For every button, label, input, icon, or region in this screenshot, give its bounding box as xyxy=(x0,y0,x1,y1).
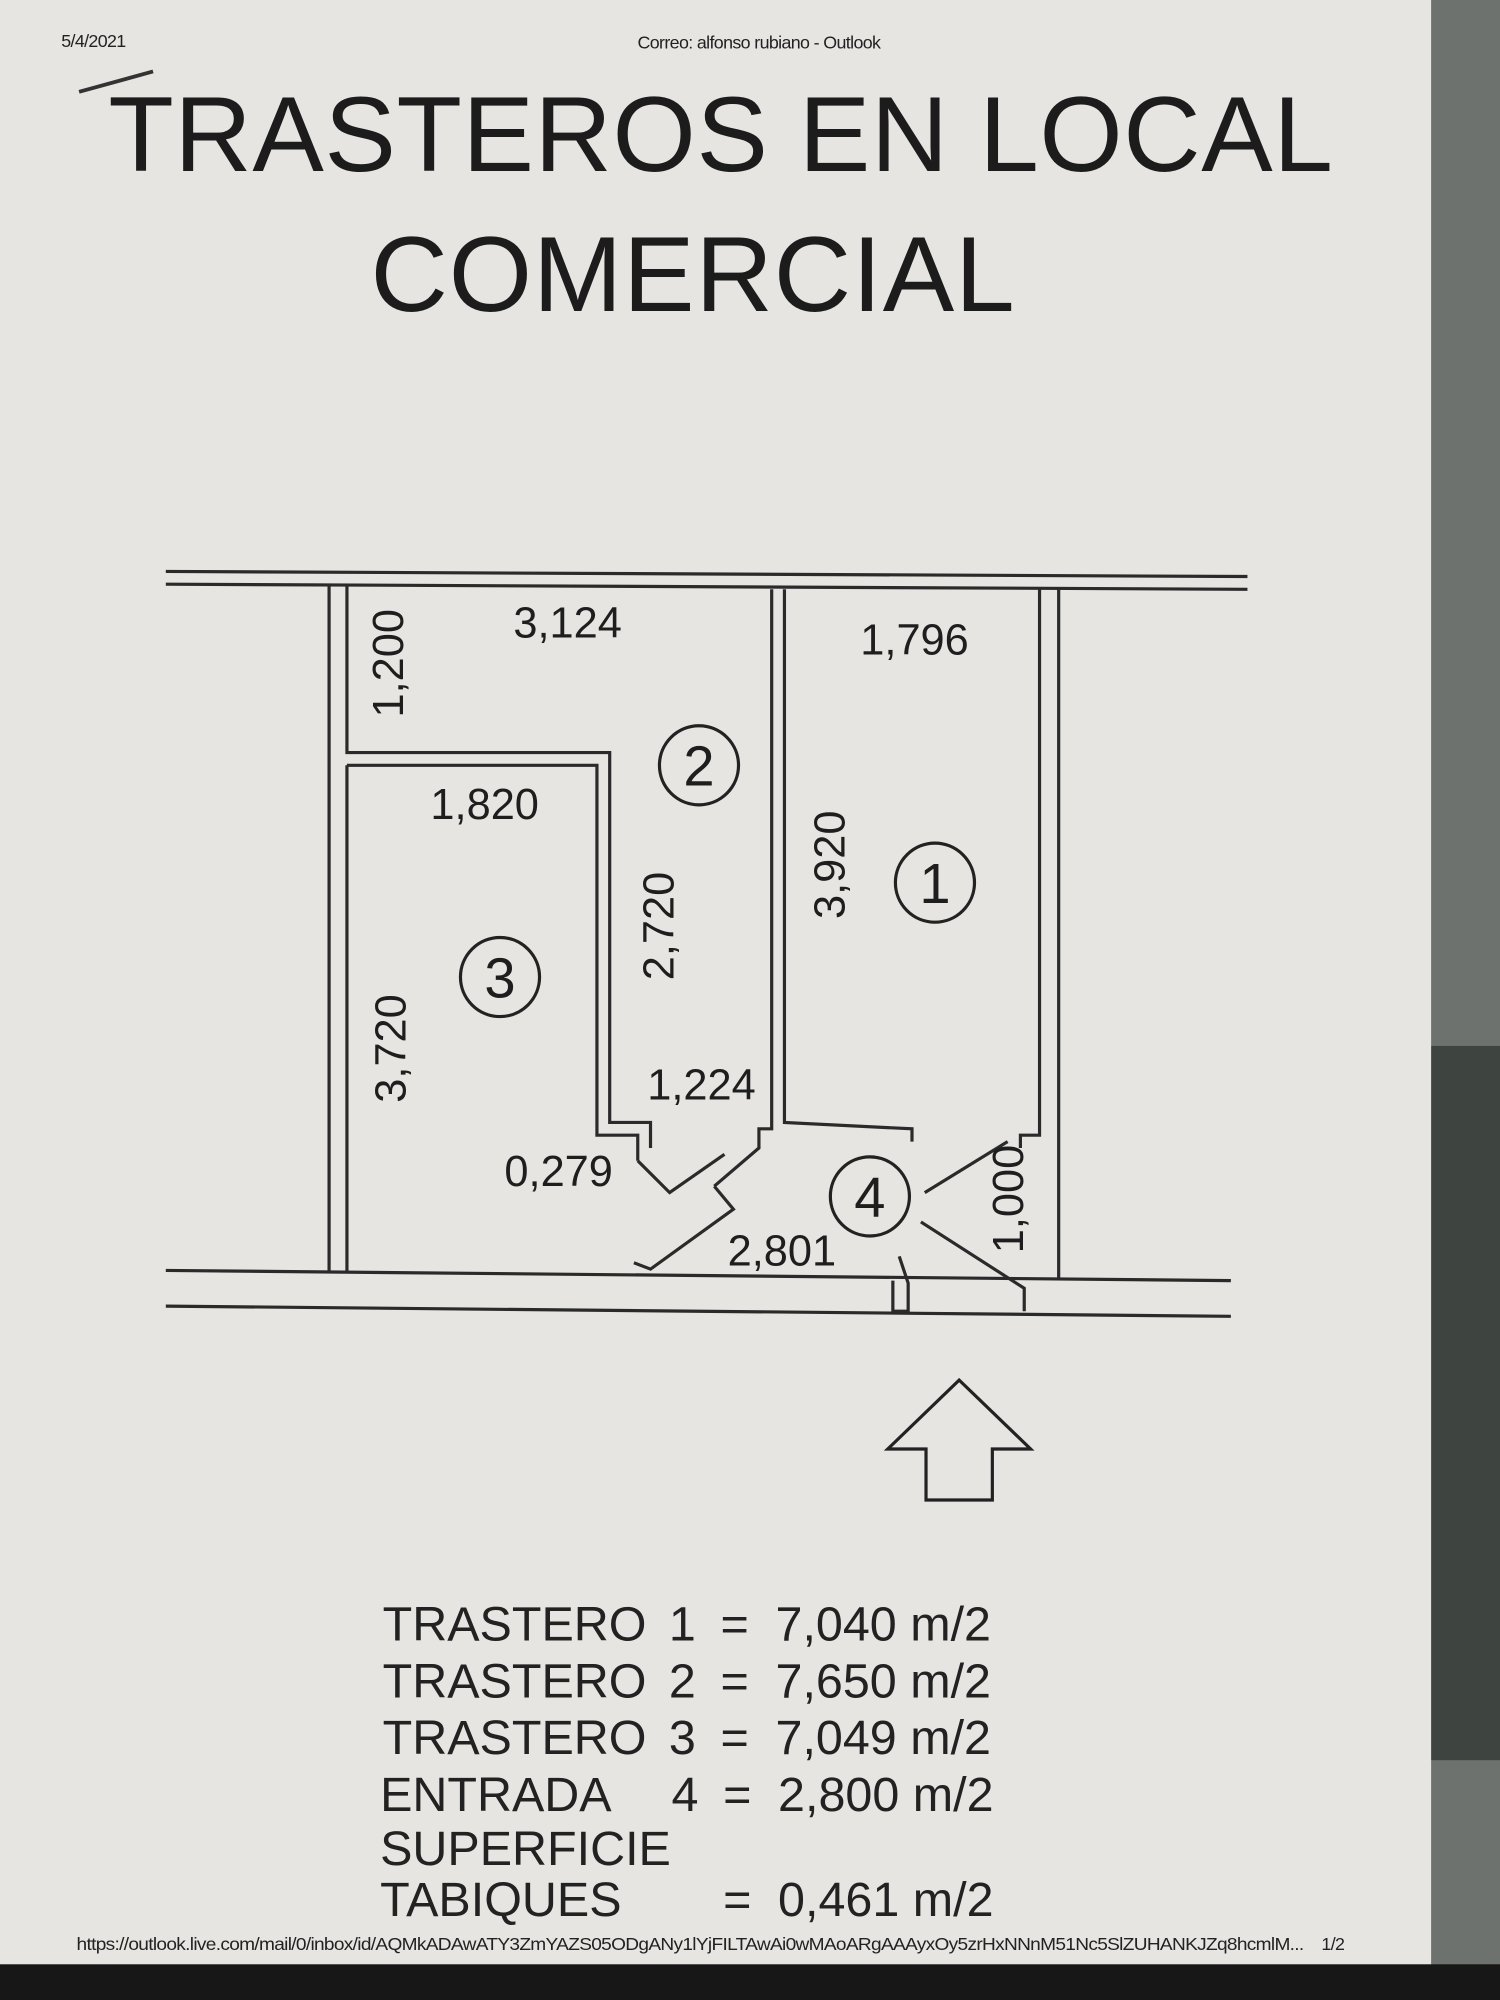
room-3-walls xyxy=(327,584,653,1273)
summary-equals: = xyxy=(721,1655,749,1709)
dim-label: 3,920 xyxy=(806,811,854,920)
summary-label: SUPERFICIE xyxy=(380,1822,671,1876)
summary-label: TRASTERO xyxy=(383,1711,647,1765)
doc-title-line2: COMERCIAL xyxy=(371,214,1015,334)
summary-label: ENTRADA xyxy=(380,1768,612,1822)
room-number: 2 xyxy=(683,735,714,798)
dim-label: 3,720 xyxy=(368,994,416,1103)
summary-value: 0,461 m/2 xyxy=(778,1873,993,1927)
summary-equals: = xyxy=(723,1768,751,1822)
room-1-marker xyxy=(893,841,977,924)
dim-label: 1,000 xyxy=(985,1145,1033,1254)
door-4 xyxy=(891,1140,1026,1313)
room-number: 4 xyxy=(854,1166,885,1229)
summary-label: TRASTERO xyxy=(383,1655,647,1709)
dim-label: 0,279 xyxy=(504,1148,613,1196)
dim-label: 1,224 xyxy=(647,1061,756,1109)
room-number: 3 xyxy=(484,946,515,1009)
dim-label: 1,820 xyxy=(430,781,539,829)
summary-equals: = xyxy=(721,1711,749,1765)
pen-mark xyxy=(78,69,154,94)
bottom-edge xyxy=(0,1964,1500,2000)
print-footer-url: https://outlook.live.com/mail/0/inbox/id… xyxy=(77,1934,1304,1954)
dim-label: 1,796 xyxy=(860,616,969,664)
summary-equals: = xyxy=(721,1597,749,1651)
summary-label: TABIQUES xyxy=(380,1873,621,1927)
dim-label: 3,124 xyxy=(513,600,622,648)
summary-value: 7,040 m/2 xyxy=(776,1597,991,1651)
room-1-2-divider xyxy=(713,589,914,1188)
print-header-title: Correo: alfonso rubiano - Outlook xyxy=(638,32,882,52)
floor-plan: 1,200 3,124 1,796 1,820 2,720 3,920 3,72… xyxy=(165,569,1248,1502)
background-shadow xyxy=(1428,1045,1500,1761)
room-number: 1 xyxy=(919,852,950,915)
summary-number: 3 xyxy=(669,1711,696,1765)
up-arrow-icon xyxy=(883,1377,1035,1502)
print-date: 5/4/2021 xyxy=(61,31,126,51)
summary-value: 7,650 m/2 xyxy=(776,1655,991,1709)
doc-title-line1: TRASTEROS EN LOCAL xyxy=(108,74,1332,194)
door-3 xyxy=(633,1153,736,1271)
print-page-number: 1/2 xyxy=(1321,1934,1345,1954)
summary-value: 7,049 m/2 xyxy=(776,1711,991,1765)
room-4-marker xyxy=(828,1155,912,1238)
dim-label: 2,801 xyxy=(728,1227,837,1275)
summary-number: 1 xyxy=(669,1597,696,1651)
summary-equals: = xyxy=(723,1873,751,1927)
area-summary: TRASTERO 1 = 7,040 m/2 TRASTERO 2 = 7,65… xyxy=(380,1597,993,1927)
room-2-marker xyxy=(657,724,741,807)
summary-value: 2,800 m/2 xyxy=(778,1768,993,1822)
dim-label: 2,720 xyxy=(635,872,683,981)
summary-number: 2 xyxy=(669,1655,696,1709)
bottom-wall xyxy=(165,1268,1231,1318)
paper xyxy=(0,0,1432,1975)
room-3-marker xyxy=(458,935,542,1019)
summary-number: 4 xyxy=(671,1768,698,1822)
right-wall xyxy=(1018,589,1061,1279)
summary-label: TRASTERO xyxy=(383,1597,647,1651)
dim-label: 1,200 xyxy=(365,609,413,718)
